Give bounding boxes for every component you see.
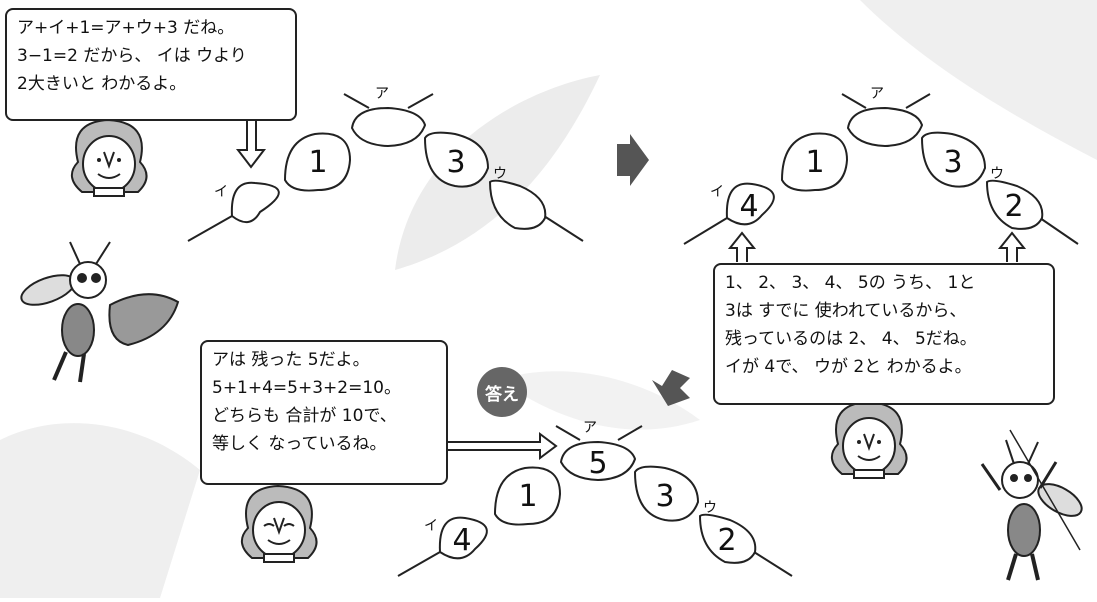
puzzle-value: 1 <box>308 145 327 180</box>
speech-bubble-1: ア+イ+1=ア+ウ+3 だね。 3−1=2 だから、 イは ウより 2大きいと … <box>5 8 297 121</box>
teacher-character <box>241 484 318 563</box>
puzzle-value: 2 <box>1004 189 1023 224</box>
leaf-u <box>488 179 547 230</box>
bee-character <box>20 241 180 383</box>
puzzle-1: 1 3 ア イ ウ <box>187 86 584 242</box>
label-a: ア <box>375 86 389 102</box>
answer-badge-label: 答え <box>485 384 519 405</box>
leaf-a <box>350 106 427 148</box>
bubble-text-line: ア+イ+1=ア+ウ+3 だね。 <box>17 18 235 38</box>
background-shape <box>395 75 600 270</box>
puzzle-value: 3 <box>446 145 465 180</box>
leaf-right-inner <box>423 131 490 188</box>
leaf-u <box>698 513 757 564</box>
speech-bubble-2: 1、 2、 3、 4、 5の うち、 1と 3は すでに 使われているから、 残… <box>713 263 1055 405</box>
leaf-i <box>438 516 488 560</box>
leaf-a <box>559 440 637 482</box>
bubble-text-line: 5+1+4=5+3+2=10。 <box>212 378 401 398</box>
bee-character <box>980 429 1083 581</box>
answer-badge <box>477 367 527 417</box>
label-u: ウ <box>493 166 507 182</box>
puzzle-value: 3 <box>943 145 962 180</box>
puzzle-value: 5 <box>588 446 607 481</box>
background-shape <box>0 423 200 598</box>
bubble-text-line: 1、 2、 3、 4、 5の うち、 1と <box>725 273 976 293</box>
bubble-text-line: イが 4で、 ウが 2と わかるよ。 <box>725 357 972 377</box>
bubble-text-line: 2大きいと わかるよ。 <box>17 74 187 94</box>
next-arrow <box>652 370 690 406</box>
background-shape <box>860 0 1097 160</box>
pointer-arrow <box>446 432 558 460</box>
leaf-left-inner <box>493 466 562 526</box>
label-a: ア <box>870 86 884 102</box>
label-i: イ <box>214 184 228 200</box>
bubble-text-line: 残っているのは 2、 4、 5だね。 <box>725 329 977 349</box>
label-u: ウ <box>703 500 717 516</box>
puzzle-3: 5 1 3 4 2 ア イ ウ <box>397 420 793 577</box>
bubble-text-line: 3−1=2 だから、 イは ウより <box>17 46 247 66</box>
label-i: イ <box>424 518 438 534</box>
teacher-character <box>831 400 908 479</box>
leaf-i <box>725 182 775 226</box>
leaf-right-inner <box>633 465 700 522</box>
label-a: ア <box>583 420 597 436</box>
label-i: イ <box>710 184 724 200</box>
puzzle-2: 4 1 3 2 ア イ ウ <box>683 86 1079 245</box>
speech-bubble-3: アは 残った 5だよ。 5+1+4=5+3+2=10。 どちらも 合計が 10で… <box>200 340 448 485</box>
puzzle-value: 4 <box>452 523 471 558</box>
pointer-arrow <box>235 119 267 169</box>
pointer-arrow <box>727 231 757 262</box>
leaf-a <box>846 106 924 148</box>
puzzle-value: 3 <box>655 479 674 514</box>
puzzle-value: 4 <box>739 189 758 224</box>
teacher-character <box>71 118 148 197</box>
leaf-left-inner <box>283 132 352 192</box>
leaf-left-inner <box>780 132 849 192</box>
pointer-arrow <box>997 231 1027 262</box>
next-arrow <box>617 134 649 186</box>
bubble-text-line: アは 残った 5だよ。 <box>212 350 370 370</box>
bubble-text-line: どちらも 合計が 10で、 <box>212 406 397 426</box>
leaf-right-inner <box>920 131 987 188</box>
bubble-text-line: 3は すでに 使われているから、 <box>725 301 967 321</box>
puzzle-value: 1 <box>518 479 537 514</box>
leaf-i <box>230 181 280 223</box>
puzzle-value: 1 <box>805 145 824 180</box>
background-shape <box>500 371 700 430</box>
label-u: ウ <box>990 166 1004 182</box>
puzzle-value: 2 <box>717 523 736 558</box>
leaf-u <box>985 179 1044 230</box>
bubble-text-line: 等しく なっているね。 <box>212 434 387 454</box>
